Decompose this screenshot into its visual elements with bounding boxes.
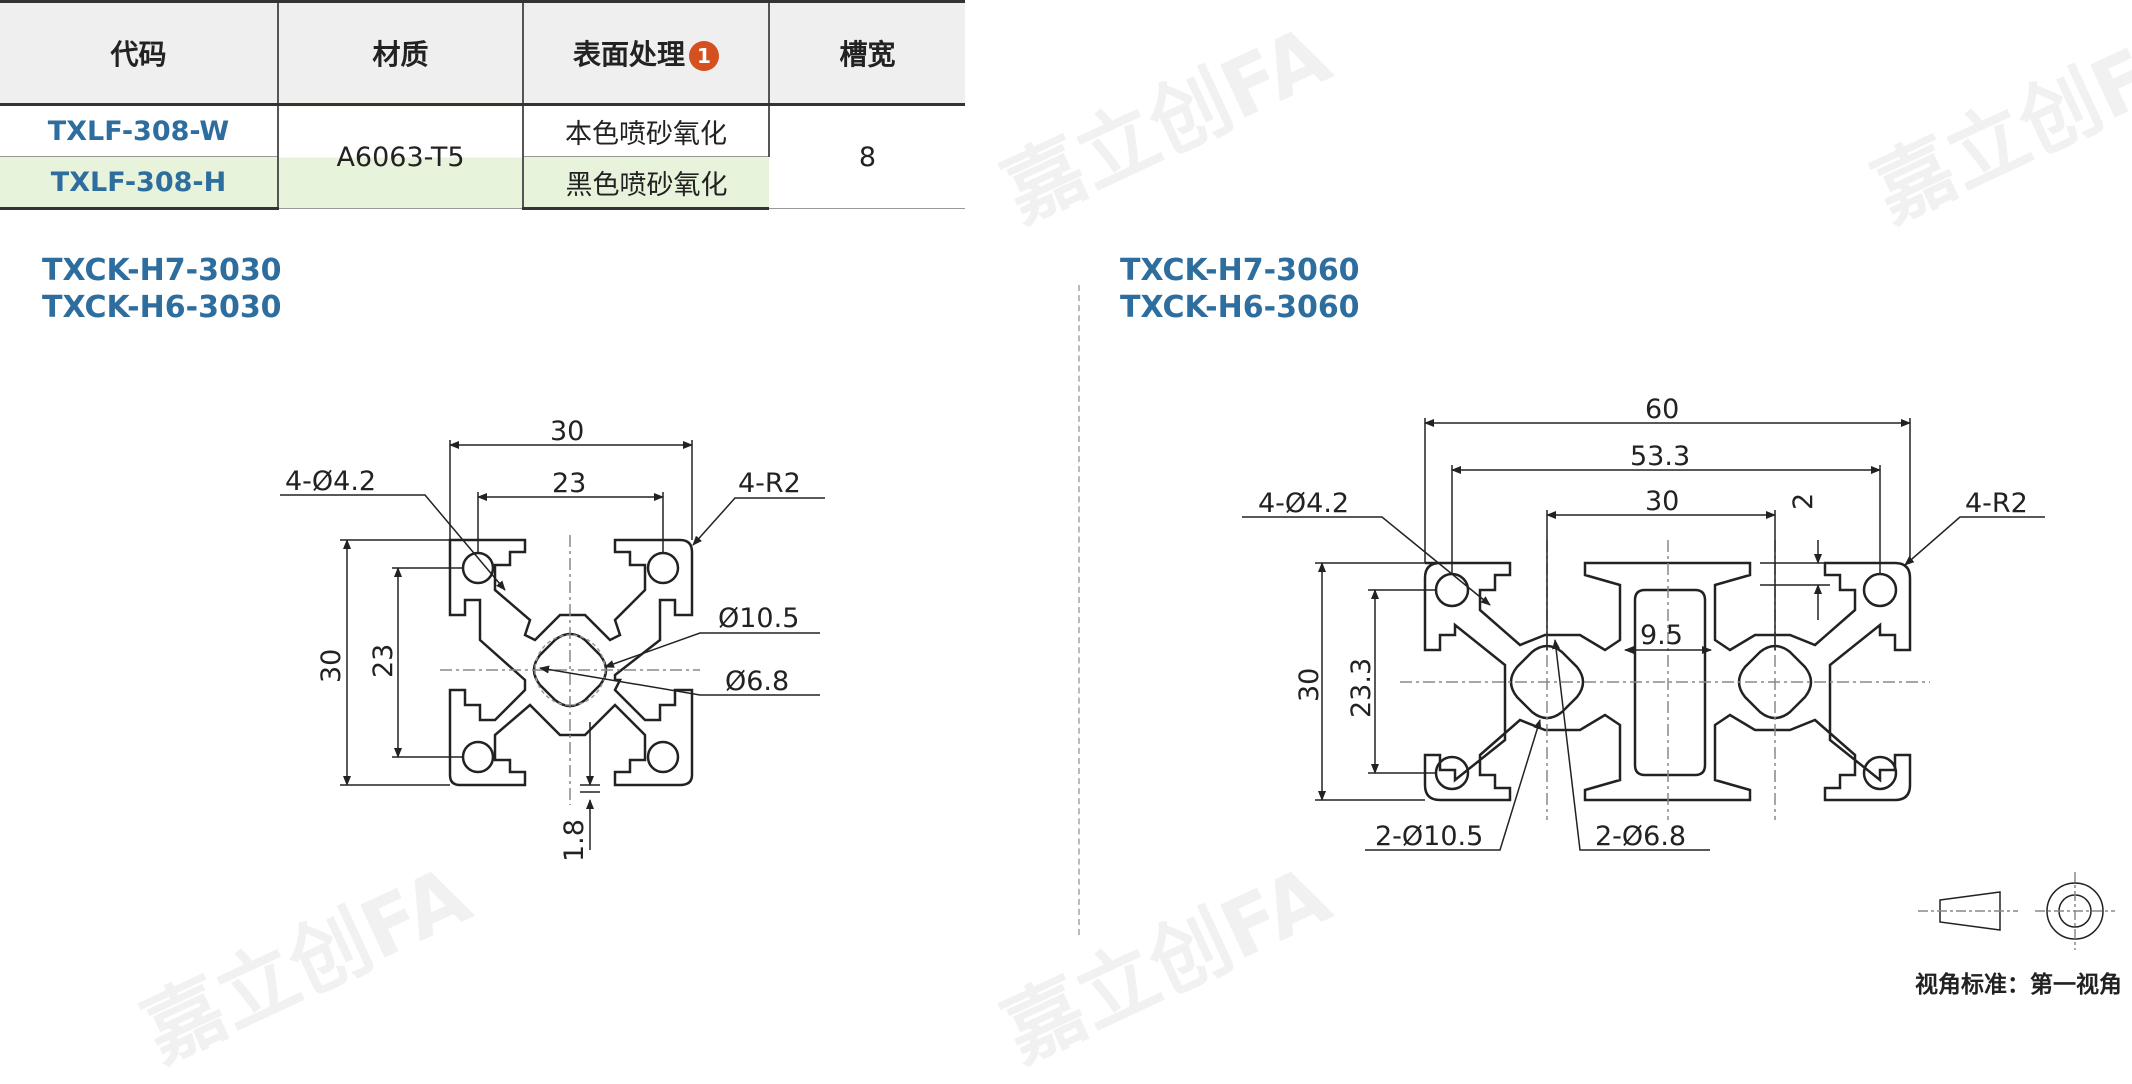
dim-bore-outer: 2-Ø10.5 — [1375, 821, 1483, 852]
dim-bore-inner: Ø6.8 — [725, 666, 789, 697]
corner-hole — [1862, 572, 1898, 608]
dim-bore-outer: Ø10.5 — [718, 603, 799, 634]
profile-3030 — [448, 538, 694, 787]
center-bore — [1737, 644, 1813, 720]
code-cell: TXLF-308-H — [0, 156, 279, 210]
dim-height-30: 30 — [1294, 668, 1325, 702]
left-model-list: TXCK-H7-3030 TXCK-H6-3030 — [42, 252, 282, 326]
left-dim-labels: 30 23 4-Ø4.2 4-R2 Ø10.5 Ø6.8 30 23 1.8 — [285, 416, 801, 862]
leader — [692, 497, 825, 546]
dim-width-30: 30 — [550, 416, 584, 447]
dim-hole: 4-Ø4.2 — [285, 466, 376, 497]
projection-symbol — [1918, 872, 2115, 950]
material-cell: A6063-T5 — [278, 104, 524, 209]
slot-width-cell: 8 — [769, 104, 965, 209]
finish-cell: 本色喷砂氧化 — [523, 104, 770, 157]
note-badge: 1 — [689, 41, 719, 71]
section-divider — [1078, 285, 1080, 935]
dim-width-30: 30 — [1645, 486, 1679, 517]
leader — [604, 632, 820, 668]
leader — [1242, 516, 1491, 606]
dim-center: 9.5 — [1640, 620, 1683, 651]
code-cell: TXLF-308-W — [0, 104, 279, 157]
right-dimensions — [1242, 418, 2045, 851]
corner-hole — [1434, 572, 1470, 608]
inner-cavity — [1633, 588, 1707, 777]
right-model-list: TXCK-H7-3060 TXCK-H6-3060 — [1120, 252, 1360, 326]
dim-width-23: 23 — [552, 468, 586, 499]
dim-hole: 4-Ø4.2 — [1258, 488, 1349, 519]
center-bore — [532, 632, 608, 708]
projection-standard-label: 视角标准：第一视角 — [1915, 972, 2122, 998]
dim-height-23: 23.3 — [1346, 658, 1377, 718]
leader — [1365, 719, 1542, 851]
corner-hole — [1862, 755, 1898, 791]
model-code: TXCK-H6-3030 — [42, 290, 282, 325]
model-code: TXCK-H6-3060 — [1120, 290, 1360, 325]
profile-3060-outline — [1423, 561, 1912, 802]
profile-3030-outline — [448, 538, 694, 787]
header-slot-width: 槽宽 — [769, 0, 965, 106]
header-code: 代码 — [0, 0, 279, 106]
corner-hole — [646, 740, 680, 774]
header-material: 材质 — [278, 0, 524, 106]
leader — [280, 494, 506, 591]
finish-cell: 黑色喷砂氧化 — [523, 156, 769, 210]
dim-width-53: 53.3 — [1630, 441, 1690, 472]
dim-slot: 2 — [1788, 493, 1819, 510]
right-dim-labels: 60 53.3 30 2 4-Ø4.2 4-R2 9.5 30 23.3 2-Ø… — [1258, 394, 2028, 852]
dim-bore-inner: 2-Ø6.8 — [1595, 821, 1686, 852]
leader — [1904, 516, 2045, 566]
corner-hole — [646, 551, 680, 585]
leader — [1552, 639, 1710, 851]
corner-hole — [461, 740, 495, 774]
leader — [539, 665, 820, 696]
dim-height-30: 30 — [316, 649, 347, 683]
dim-width-60: 60 — [1645, 394, 1679, 425]
left-dimensions — [280, 440, 825, 850]
dim-height-23: 23 — [368, 644, 399, 678]
dim-radius: 4-R2 — [738, 468, 801, 499]
dim-wall: 1.8 — [559, 819, 590, 862]
model-code: TXCK-H7-3030 — [42, 253, 282, 288]
dim-radius: 4-R2 — [1965, 488, 2028, 519]
technical-drawing: 30 23 4-Ø4.2 4-R2 Ø10.5 Ø6.8 30 23 1.8 — [280, 394, 2115, 950]
model-code: TXCK-H7-3060 — [1120, 253, 1360, 288]
